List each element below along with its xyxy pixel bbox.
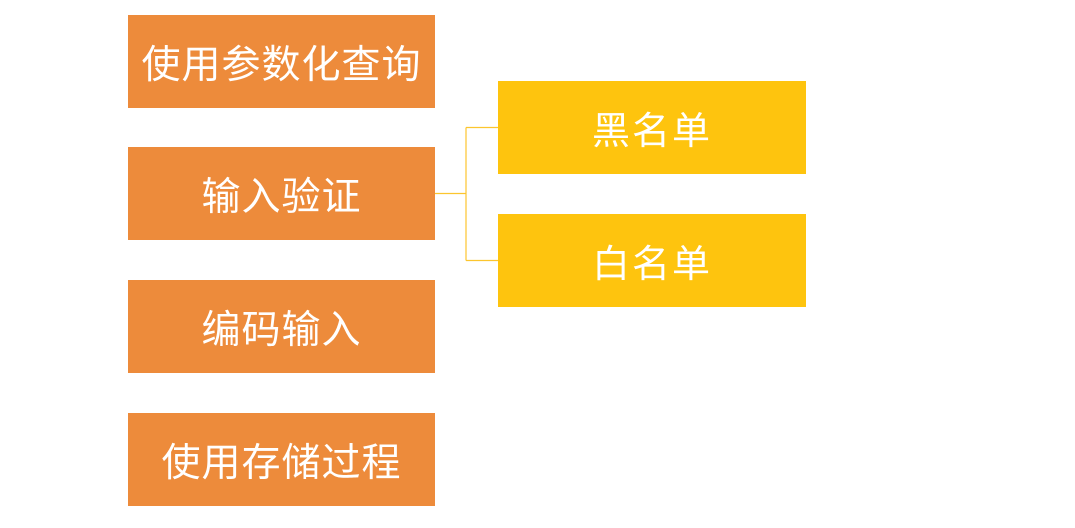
validation-label-whitelist: 白名单: [591, 242, 712, 286]
validation-box-whitelist: 白名单: [498, 214, 806, 307]
method-box-encode-input: 编码输入: [128, 280, 435, 373]
validation-box-blacklist: 黑名单: [498, 81, 806, 174]
method-box-stored-procedure: 使用存储过程: [128, 413, 435, 506]
method-label-encode-input: 编码输入: [201, 307, 362, 353]
method-label-parameterized-query: 使用参数化查询: [141, 42, 422, 88]
method-box-input-validation: 输入验证: [128, 147, 435, 240]
method-box-parameterized-query: 使用参数化查询: [128, 15, 435, 108]
validation-label-blacklist: 黑名单: [591, 109, 712, 153]
method-label-input-validation: 输入验证: [201, 174, 362, 220]
method-label-stored-procedure: 使用存储过程: [161, 440, 402, 486]
